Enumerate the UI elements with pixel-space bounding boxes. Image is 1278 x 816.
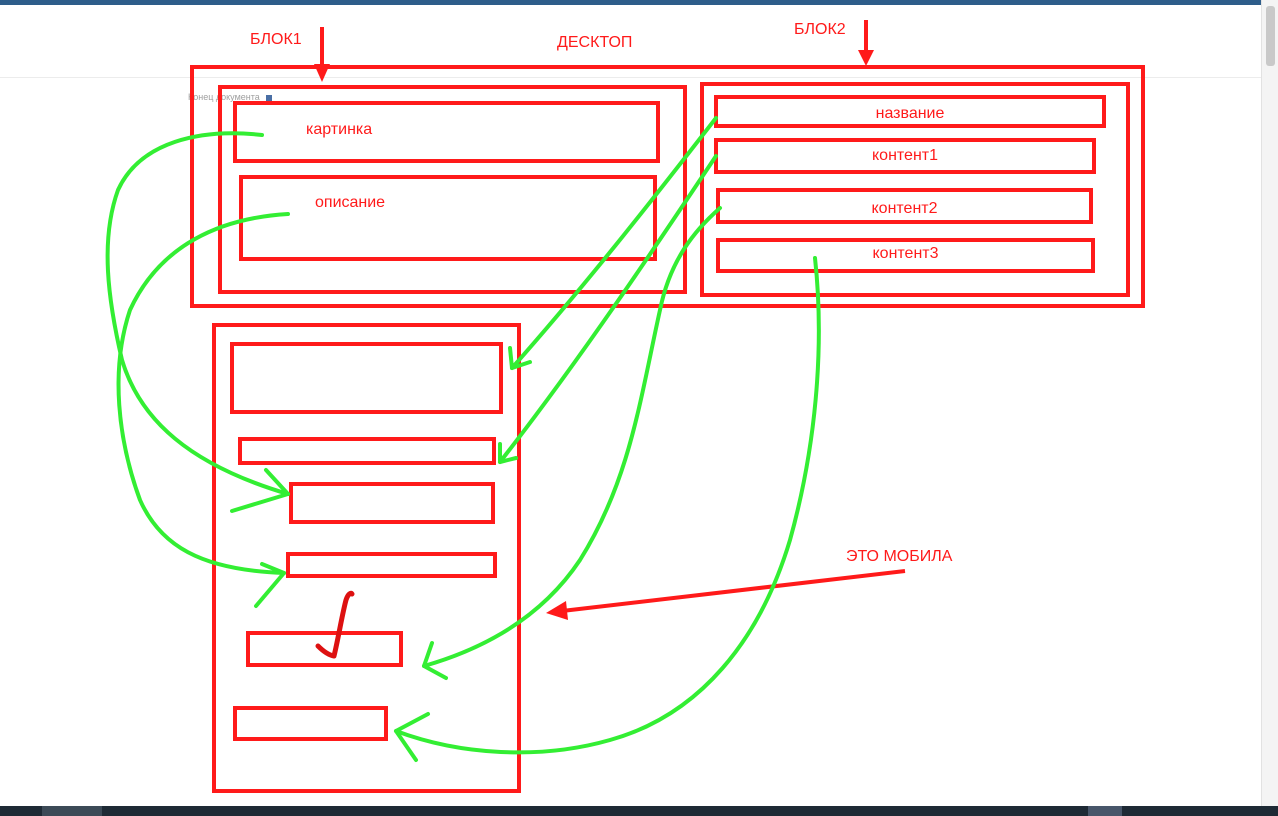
description-box	[239, 175, 657, 261]
arrow-content2-head	[422, 641, 448, 680]
block1-label: БЛОК1	[250, 31, 302, 48]
end-of-document-text: Конец документа	[188, 92, 260, 102]
taskbar	[0, 806, 1278, 816]
arrow-content3-head	[394, 712, 430, 762]
mobile-frame	[212, 323, 521, 793]
content1-label: контент1	[871, 147, 939, 164]
taskbar-button[interactable]	[42, 806, 102, 816]
picture-box	[233, 101, 660, 163]
content2-box	[716, 188, 1093, 224]
mobile-box-3	[289, 482, 495, 524]
document-ruler-line	[0, 77, 1262, 78]
taskbar-button-right[interactable]	[1088, 806, 1122, 816]
red-frames	[190, 65, 1145, 793]
mobile-arrow-head	[546, 601, 568, 620]
desktop-label: ДЕСКТОП	[557, 34, 633, 51]
mobile-box-6	[233, 706, 388, 741]
green-arrows	[105, 116, 821, 762]
block2-label: БЛОК2	[794, 21, 846, 38]
mobile-box-2	[238, 437, 496, 465]
content2-label: контент2	[871, 200, 938, 217]
block2-arrow-head	[858, 50, 874, 66]
mobile-label: ЭТО МОБИЛА	[846, 548, 953, 565]
block2-frame	[700, 82, 1130, 297]
mobile-box-5	[246, 631, 403, 667]
arrow-content2	[422, 206, 722, 668]
mobile-box-4	[286, 552, 497, 578]
end-mark-icon	[265, 94, 272, 101]
red-arrows	[314, 20, 906, 620]
arrow-picture-head	[230, 468, 290, 513]
arrow-picture	[105, 131, 290, 496]
desktop-frame	[190, 65, 1145, 308]
window-top-bar	[0, 0, 1278, 5]
title-label: название	[875, 105, 945, 122]
mobile-box-1	[230, 342, 503, 414]
mobile-arrow-shaft	[561, 569, 906, 613]
arrow-content1-head	[498, 442, 518, 464]
description-label: описание	[315, 194, 386, 211]
vertical-scrollbar[interactable]	[1261, 0, 1278, 806]
arrow-description	[116, 212, 290, 575]
block1-arrow-head	[314, 64, 330, 82]
picture-label: картинка	[306, 121, 373, 138]
block1-frame	[218, 85, 687, 294]
scrollbar-thumb[interactable]	[1266, 6, 1275, 66]
title-box	[714, 95, 1106, 128]
arrow-title-head	[508, 346, 532, 370]
arrow-content1	[498, 154, 718, 464]
content3-label: контент3	[872, 245, 939, 262]
arrow-title	[510, 116, 718, 370]
end-of-document-marker: Конец документа	[188, 91, 272, 103]
content3-box	[716, 238, 1095, 273]
check-mark-icon	[315, 590, 355, 659]
arrow-description-head	[254, 562, 286, 608]
arrow-content3	[394, 256, 821, 755]
